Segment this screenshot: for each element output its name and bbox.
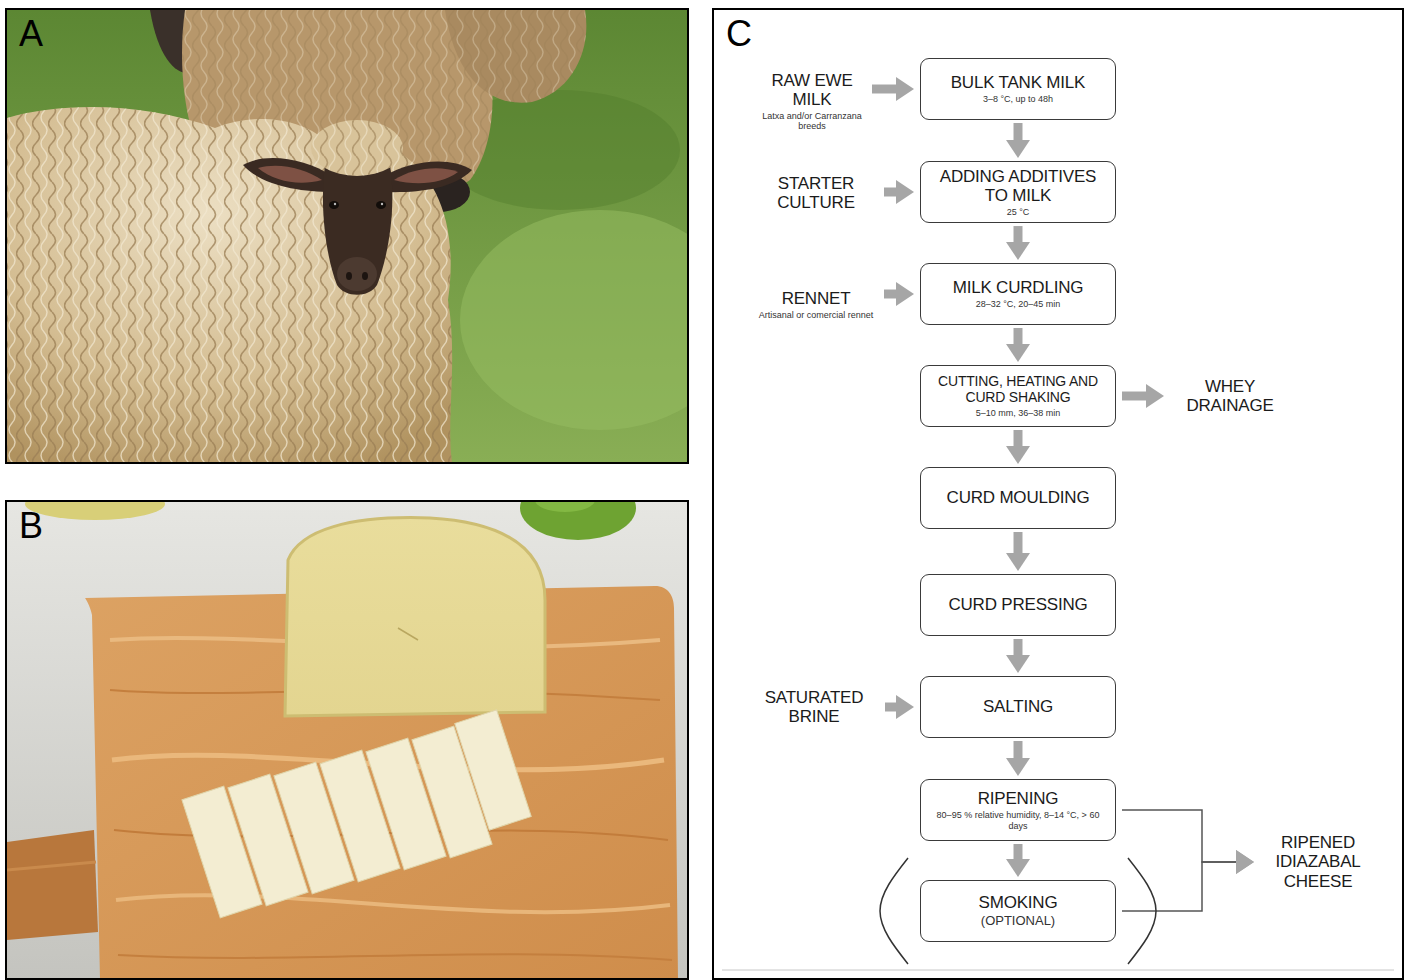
flow-arrow (872, 85, 898, 94)
bracket-arrow (1122, 810, 1238, 862)
bracket-arrow (1122, 862, 1238, 911)
output-name: WHEY DRAINAGE (1172, 377, 1288, 415)
step-name: CURD PRESSING (948, 595, 1087, 614)
step-name: ADDING ADDITIVES TO MILK (929, 167, 1107, 205)
process-box: ADDING ADDITIVES TO MILK 25 °C (920, 161, 1116, 223)
output-name: RIPENED IDIAZABAL CHEESE (1262, 833, 1374, 890)
photo-panel: B (5, 500, 689, 980)
step-name: CUTTING, HEATING AND CURD SHAKING (929, 374, 1107, 405)
process-box: RIPENING 80–95 % relative humidity, 8–14 … (920, 779, 1116, 841)
process-box: CUTTING, HEATING AND CURD SHAKING 5–10 mm… (920, 365, 1116, 427)
photo-panel: A (5, 8, 689, 464)
flow-arrow (1014, 532, 1023, 555)
flow-arrow (1014, 226, 1023, 244)
step-conditions: 3–8 °C, up to 48h (983, 94, 1053, 104)
step-name: SMOKING (979, 893, 1058, 912)
output-label: WHEY DRAINAGE (1170, 375, 1290, 417)
optional-note: (OPTIONAL) (981, 914, 1055, 929)
flow-arrow (1014, 639, 1023, 657)
step-name: SALTING (983, 697, 1053, 716)
flow-arrow (1014, 844, 1023, 861)
input-name: RAW EWE MILK (760, 71, 864, 109)
step-conditions: 5–10 mm, 36–38 min (976, 408, 1061, 418)
optional-box: SMOKING (OPTIONAL) (920, 880, 1116, 942)
flow-arrow (1122, 392, 1148, 401)
output-label: RIPENED IDIAZABAL CHEESE (1260, 831, 1376, 892)
process-box: BULK TANK MILK 3–8 °C, up to 48h (920, 58, 1116, 120)
optional-parenthesis (1128, 858, 1156, 964)
input-label: SATURATED BRINE (749, 686, 879, 728)
flowchart-panel: C RAW EWE MILKLatxa and/or Carranzana bre… (712, 8, 1404, 980)
input-name: SATURATED BRINE (751, 688, 877, 726)
flow-arrow (1014, 123, 1023, 142)
input-note: Artisanal or comercial rennet (756, 310, 876, 320)
input-label: RENNET Artisanal or comercial rennet (754, 287, 878, 322)
process-box: MILK CURDLING 28–32 °C, 20–45 min (920, 263, 1116, 325)
step-conditions: 28–32 °C, 20–45 min (976, 299, 1061, 309)
panel-letter: A (19, 12, 675, 55)
step-name: CURD MOULDING (947, 488, 1090, 507)
flow-arrow (1014, 430, 1023, 448)
panel-letter: B (19, 504, 675, 547)
input-note: Latxa and/or Carranzana breeds (760, 111, 864, 131)
flow-arrow (885, 703, 898, 712)
input-label: STARTER CULTURE (754, 172, 878, 214)
process-box: SALTING (920, 676, 1116, 738)
step-conditions: 80–95 % relative humidity, 8–14 °C, > 60… (929, 810, 1107, 830)
flow-arrow (884, 290, 898, 299)
optional-parenthesis (880, 858, 908, 964)
step-name: MILK CURDLING (953, 278, 1084, 297)
input-name: RENNET (756, 289, 876, 308)
process-box: CURD PRESSING (920, 574, 1116, 636)
process-box: CURD MOULDING (920, 467, 1116, 529)
panel-letter: C (726, 12, 1390, 55)
input-name: STARTER CULTURE (756, 174, 876, 212)
flow-arrow (1014, 741, 1023, 760)
flow-arrow (884, 187, 898, 196)
flow-arrow (1014, 328, 1023, 346)
step-name: RIPENING (978, 789, 1059, 808)
step-conditions: 25 °C (1007, 207, 1030, 217)
step-name: BULK TANK MILK (951, 73, 1086, 92)
input-label: RAW EWE MILKLatxa and/or Carranzana bree… (758, 69, 866, 133)
